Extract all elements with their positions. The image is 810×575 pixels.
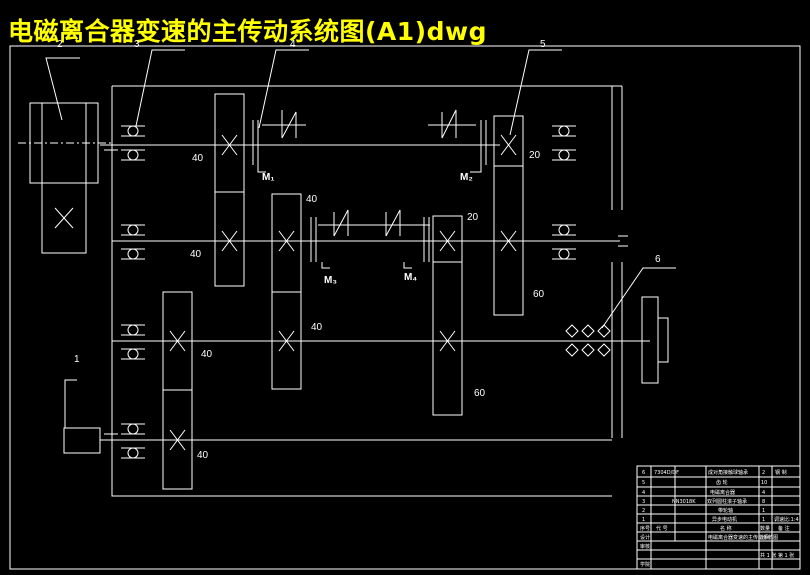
- svg-text:3: 3: [642, 499, 645, 505]
- teeth-s3-c: 60: [474, 388, 486, 399]
- svg-text:钢 制: 钢 制: [775, 469, 787, 476]
- drawing-title: 电磁离合器变速的主传动系统图(A1)dwg: [8, 17, 487, 46]
- label-clutch: 4: [290, 39, 296, 50]
- svg-text:电磁离合器: 电磁离合器: [710, 489, 735, 496]
- svg-text:8: 8: [762, 499, 765, 505]
- svg-text:学院: 学院: [640, 561, 650, 568]
- teeth-s3-b: 40: [197, 450, 209, 461]
- label-chuck: 6: [655, 254, 661, 265]
- svg-text:调速比:1:4: 调速比:1:4: [774, 516, 799, 523]
- teeth-s1-a: 40: [192, 153, 204, 164]
- svg-text:共 1 张 第 1 张: 共 1 张 第 1 张: [760, 552, 794, 559]
- svg-text:异步电动机: 异步电动机: [712, 516, 737, 523]
- label-motor: 1: [74, 354, 80, 365]
- svg-text:2: 2: [642, 508, 645, 514]
- svg-text:序号: 序号: [640, 525, 650, 532]
- svg-text:6: 6: [642, 470, 645, 476]
- svg-text:2: 2: [762, 470, 765, 476]
- teeth-s2-a: 40: [306, 194, 318, 205]
- svg-text:名 称: 名 称: [720, 525, 732, 532]
- svg-text:代 号: 代 号: [656, 525, 668, 532]
- title-block: [636, 465, 801, 570]
- svg-text:审核: 审核: [640, 543, 650, 550]
- leader-lines: [45, 49, 676, 428]
- label-m2: M₂: [460, 172, 473, 183]
- svg-text:1: 1: [762, 517, 765, 523]
- svg-text:10: 10: [761, 480, 767, 486]
- bearings: [121, 125, 576, 459]
- title-block-text: 6 7304D/DF 成对角接触球轴承 2 钢 制 5 齿 轮 10 4 电磁离…: [640, 469, 799, 568]
- drawing-border: [9, 45, 801, 570]
- label-m4: M₄: [404, 272, 417, 283]
- svg-text:双列圆柱滚子轴承: 双列圆柱滚子轴承: [707, 498, 747, 505]
- svg-text:齿 轮: 齿 轮: [716, 479, 728, 486]
- svg-text:成对角接触球轴承: 成对角接触球轴承: [708, 469, 748, 476]
- svg-text:备 注: 备 注: [778, 525, 790, 532]
- svg-text:1: 1: [762, 508, 765, 514]
- svg-text:数量: 数量: [760, 525, 770, 532]
- teeth-s1-c: 20: [529, 150, 541, 161]
- label-m3: M₃: [324, 275, 337, 286]
- teeth-s2-d: 60: [533, 289, 545, 300]
- svg-text:设计: 设计: [640, 534, 650, 541]
- svg-text:7304D/DF: 7304D/DF: [654, 470, 679, 476]
- svg-text:1: 1: [642, 517, 645, 523]
- label-bearing: 3: [134, 39, 140, 50]
- svg-text:4: 4: [642, 490, 645, 496]
- label-m1: M₁: [262, 172, 274, 183]
- pulley-unit: [18, 102, 112, 254]
- teeth-s3-a: 40: [201, 349, 213, 360]
- svg-text:NN3018K: NN3018K: [672, 499, 696, 505]
- svg-text:电磁离合器变速的主传动系统图: 电磁离合器变速的主传动系统图: [708, 534, 778, 541]
- svg-text:比例: 比例: [760, 534, 770, 541]
- housing-left-bottom: [111, 86, 612, 497]
- clutches: [104, 109, 628, 435]
- svg-text:5: 5: [642, 480, 645, 486]
- chuck: [641, 296, 669, 384]
- motor: [63, 427, 101, 454]
- spindle-bearings: [565, 324, 611, 357]
- teeth-s2-c: 20: [467, 212, 479, 223]
- teeth-s2-b: 40: [311, 322, 323, 333]
- teeth-s1-b: 40: [190, 249, 202, 260]
- svg-text:4: 4: [762, 490, 765, 496]
- gears: [162, 93, 524, 490]
- label-pulley: 2: [57, 39, 63, 50]
- label-gear: 5: [540, 39, 546, 50]
- svg-text:带轮轴: 带轮轴: [718, 507, 733, 514]
